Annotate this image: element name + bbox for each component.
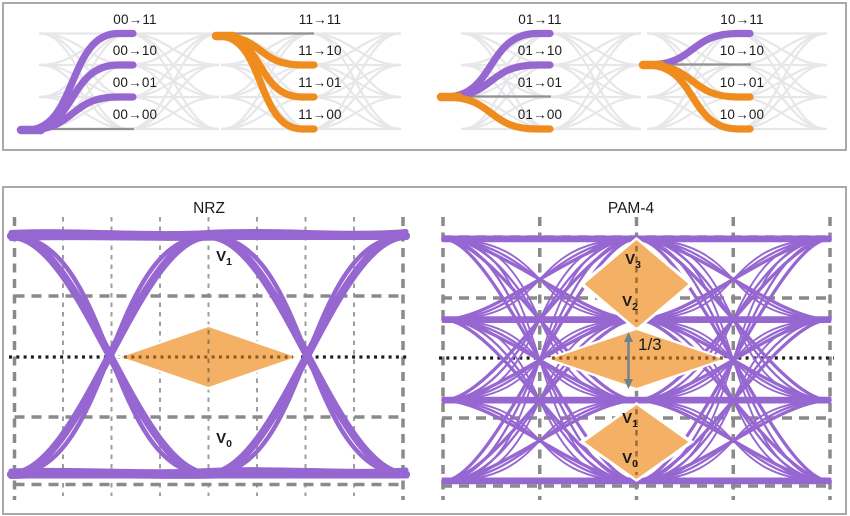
transition-label: 00→11 — [113, 12, 157, 27]
transition-label: 11→00 — [298, 107, 342, 122]
nrz-title: NRZ — [193, 200, 225, 217]
transition-label: 11→10 — [298, 43, 342, 58]
eye-diagram-panel — [2, 186, 847, 515]
transition-label: 00→00 — [112, 107, 158, 122]
transition-label: 11→01 — [298, 75, 342, 90]
nrz-v1-label: V1 — [216, 248, 232, 268]
transition-label: 10→01 — [719, 75, 765, 90]
transition-label: 10→10 — [719, 43, 765, 58]
transition-label: 10→00 — [719, 107, 765, 122]
transition-label: 01→00 — [517, 107, 563, 122]
pam4-title: PAM-4 — [607, 200, 655, 217]
transition-label: 00→01 — [112, 75, 158, 90]
transition-label: 01→11 — [518, 12, 562, 27]
transition-label: 01→10 — [517, 43, 563, 58]
transition-label: 10→11 — [720, 12, 764, 27]
pam4-v2-label: V2 — [622, 293, 638, 313]
transition-label: 01→01 — [517, 75, 563, 90]
nrz-v0-label: V0 — [216, 430, 232, 450]
eye-height-fraction-label: 1/3 — [638, 335, 662, 354]
pam4-v3-label: V3 — [625, 251, 641, 271]
transition-label: 11→11 — [298, 12, 342, 27]
transition-label: 00→10 — [112, 43, 158, 58]
pam4-v0-label: V0 — [622, 450, 638, 470]
pam4-v1-label: V1 — [622, 410, 638, 430]
